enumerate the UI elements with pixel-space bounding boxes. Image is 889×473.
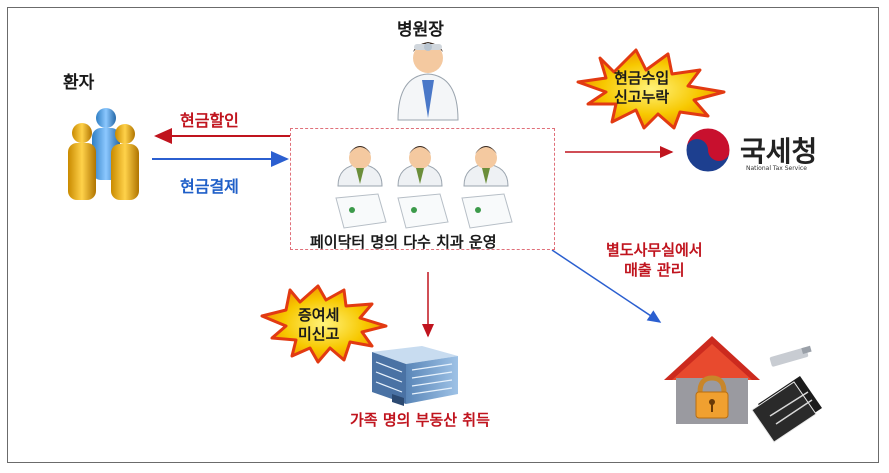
cash-payment-label: 현금결제 — [180, 177, 239, 196]
document-icon — [335, 193, 387, 229]
document-icon — [461, 193, 513, 229]
ledger-book-icon — [751, 376, 822, 443]
unreported-income-label: 현금수입 신고누락 — [614, 69, 669, 107]
nts-english-name: National Tax Service — [746, 165, 807, 172]
director-label: 병원장 — [397, 20, 444, 40]
unreported-income-line2: 신고누락 — [614, 88, 670, 106]
taegeuk-logo — [685, 127, 731, 173]
document-icon — [397, 193, 449, 229]
cash-discount-label: 현금할인 — [180, 111, 239, 130]
warning-burst-icon — [260, 284, 388, 364]
operation-label: 페이닥터 명의 다수 치과 운영 — [310, 233, 497, 251]
to-office-arrow — [551, 249, 662, 323]
gift-tax-label: 증여세 미신고 — [298, 306, 339, 344]
patient-label: 환자 — [63, 73, 95, 93]
dental-clinics-box — [290, 128, 555, 250]
warning-burst-icon — [576, 48, 726, 130]
gift-tax-line2: 미신고 — [298, 325, 340, 343]
usb-drive-icon — [769, 345, 812, 367]
real-estate-label: 가족 명의 부동산 취득 — [350, 411, 490, 429]
separate-office-line1: 별도사무실에서 — [606, 241, 703, 259]
doctor-icon — [397, 42, 459, 121]
gift-tax-line1: 증여세 — [298, 306, 340, 324]
office-building-icon — [372, 346, 458, 406]
separate-office-label: 별도사무실에서 매출 관리 — [606, 240, 703, 280]
doctor-bust-icon — [463, 146, 509, 187]
people-group-icon — [68, 108, 139, 200]
nts-name: 국세청 — [740, 135, 818, 168]
locked-house-icon — [664, 336, 760, 424]
unreported-income-line1: 현금수입 — [614, 69, 670, 87]
doctor-bust-icon — [397, 146, 443, 187]
separate-office-line2: 매출 관리 — [624, 261, 685, 279]
doctor-bust-icon — [337, 146, 383, 187]
